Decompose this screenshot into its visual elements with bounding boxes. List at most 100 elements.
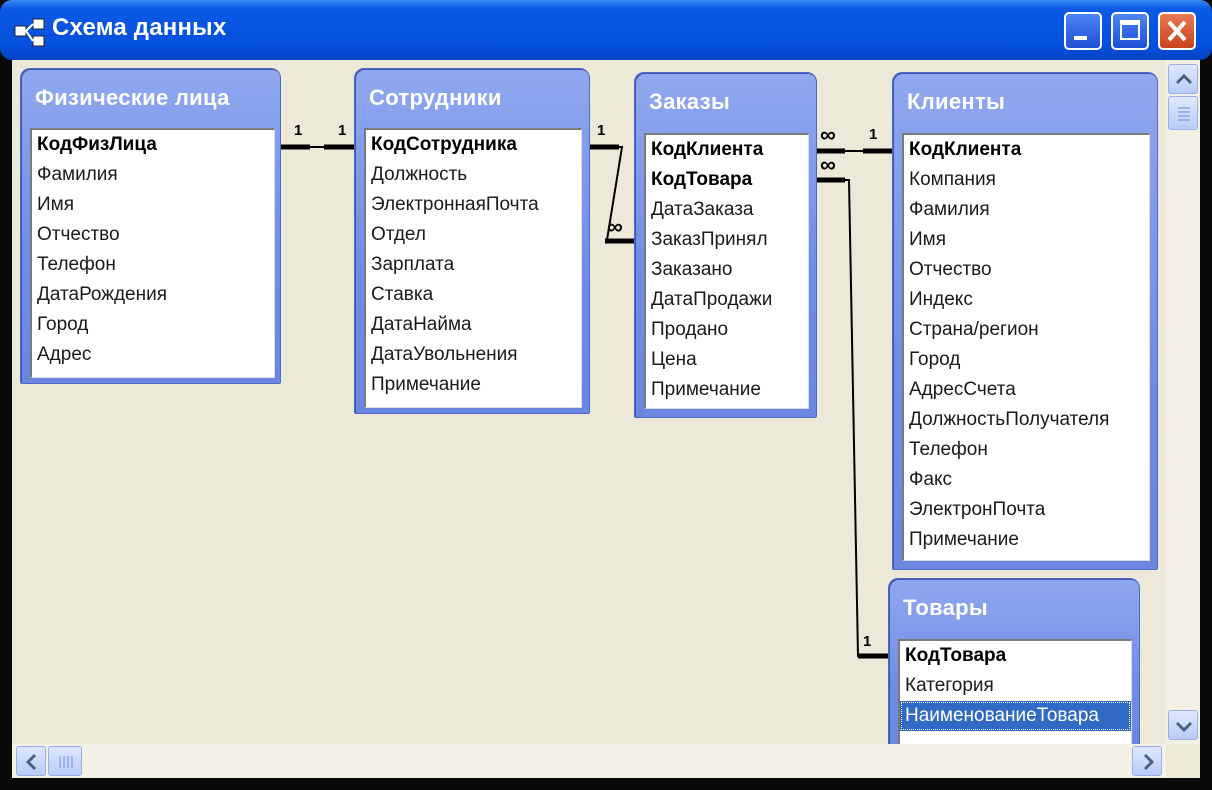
field-item[interactable]: Примечание — [651, 379, 761, 400]
arrow-left-icon — [25, 753, 37, 771]
field-item[interactable]: Индекс — [909, 289, 973, 310]
close-icon — [1167, 20, 1187, 42]
field-item[interactable]: Телефон — [909, 439, 988, 460]
field-item[interactable]: Отчество — [37, 224, 120, 245]
horizontal-scrollbar[interactable] — [12, 744, 1166, 778]
field-item[interactable]: Должность — [371, 164, 468, 185]
scroll-up-button[interactable] — [1168, 64, 1198, 94]
table-title[interactable]: Сотрудники — [369, 85, 502, 110]
field-item[interactable]: ДатаНайма — [371, 314, 472, 335]
field-item[interactable]: ЗаказПринял — [651, 229, 768, 250]
field-item[interactable]: ДатаПродажи — [651, 289, 773, 310]
field-item[interactable]: Категория — [905, 675, 994, 696]
cardinality-label: 1 — [869, 126, 878, 143]
vertical-scrollbar[interactable] — [1166, 60, 1200, 744]
field-item[interactable]: Страна/регион — [909, 319, 1039, 340]
field-item[interactable]: ДолжностьПолучателя — [909, 409, 1110, 430]
scroll-left-button[interactable] — [16, 746, 46, 776]
field-item[interactable]: АдресСчета — [909, 379, 1016, 400]
field-item[interactable]: Фамилия — [909, 199, 990, 220]
field-item[interactable]: ДатаЗаказа — [651, 199, 754, 220]
horizontal-scroll-thumb[interactable] — [48, 746, 82, 776]
key-field-item[interactable]: КодФизЛица — [37, 134, 157, 155]
arrow-right-icon — [1143, 753, 1155, 771]
field-item[interactable]: Фамилия — [37, 164, 118, 185]
field-item[interactable]: Город — [37, 314, 89, 335]
cardinality-label: 1 — [597, 122, 606, 139]
scroll-down-button[interactable] — [1168, 710, 1198, 740]
field-item[interactable]: Отдел — [371, 224, 426, 245]
key-field-item[interactable]: КодТовара — [905, 645, 1007, 666]
cardinality-label: ∞ — [607, 214, 623, 239]
cardinality-label: 1 — [863, 633, 872, 650]
field-item[interactable]: Цена — [651, 349, 697, 370]
field-item[interactable]: Факс — [909, 469, 953, 490]
field-item[interactable]: Адрес — [37, 344, 92, 365]
field-item[interactable]: Зарплата — [371, 254, 455, 275]
arrow-up-icon — [1175, 73, 1193, 85]
field-item[interactable]: Отчество — [909, 259, 992, 280]
minimize-icon — [1074, 36, 1087, 40]
diagram-canvas[interactable]: 1 1 1 ∞ ∞ 1 ∞ 1 Физические лица КодФизЛи… — [12, 60, 1166, 744]
close-button[interactable] — [1158, 12, 1196, 50]
field-item[interactable]: Примечание — [371, 374, 481, 395]
key-field-item[interactable]: КодСотрудника — [371, 134, 517, 155]
title-bar-background — [0, 0, 1212, 60]
window-title: Схема данных — [52, 14, 227, 41]
field-item[interactable]: ДатаРождения — [37, 284, 168, 305]
relation-employees-orders[interactable] — [589, 144, 634, 244]
field-item[interactable]: ЭлектроннаяПочта — [371, 194, 539, 215]
field-item[interactable]: Заказано — [651, 259, 733, 280]
table-title[interactable]: Физические лица — [35, 85, 230, 110]
field-item[interactable]: Имя — [37, 194, 75, 215]
field-item[interactable]: Телефон — [37, 254, 116, 275]
key-field-item[interactable]: КодТовара — [651, 169, 753, 190]
maximize-button[interactable] — [1111, 12, 1149, 50]
minimize-button[interactable] — [1064, 12, 1102, 50]
field-item[interactable]: Продано — [651, 319, 729, 340]
scrollbar-corner — [1166, 744, 1200, 778]
field-item[interactable]: Компания — [909, 169, 996, 190]
cardinality-label: ∞ — [820, 152, 836, 177]
cardinality-label: ∞ — [820, 122, 836, 147]
relationships-icon — [14, 18, 45, 47]
key-field-item[interactable]: КодКлиента — [651, 139, 764, 160]
maximize-icon — [1120, 20, 1140, 40]
key-field-item[interactable]: КодКлиента — [909, 139, 1022, 160]
cardinality-label: 1 — [294, 122, 303, 139]
title-bar[interactable]: Схема данных — [0, 0, 1212, 60]
cardinality-label: 1 — [338, 122, 347, 139]
table-title[interactable]: Клиенты — [907, 89, 1006, 114]
scroll-right-button[interactable] — [1132, 746, 1162, 776]
field-item[interactable]: Ставка — [371, 284, 434, 305]
table-title[interactable]: Заказы — [649, 89, 731, 114]
relationship-lines — [280, 144, 892, 659]
relation-orders-products[interactable] — [816, 177, 888, 659]
vertical-scroll-thumb[interactable] — [1168, 96, 1198, 130]
field-item[interactable]: ДатаУвольнения — [371, 344, 518, 365]
field-item[interactable]: ЭлектронПочта — [909, 499, 1046, 520]
arrow-down-icon — [1175, 721, 1193, 733]
field-item[interactable]: Город — [909, 349, 961, 370]
field-item[interactable]: Имя — [909, 229, 947, 250]
selected-field-item[interactable]: НаименованиеТовара — [900, 701, 1131, 731]
grip-icon — [1178, 107, 1190, 121]
table-title[interactable]: Товары — [903, 595, 988, 620]
field-item[interactable]: Примечание — [909, 529, 1019, 550]
